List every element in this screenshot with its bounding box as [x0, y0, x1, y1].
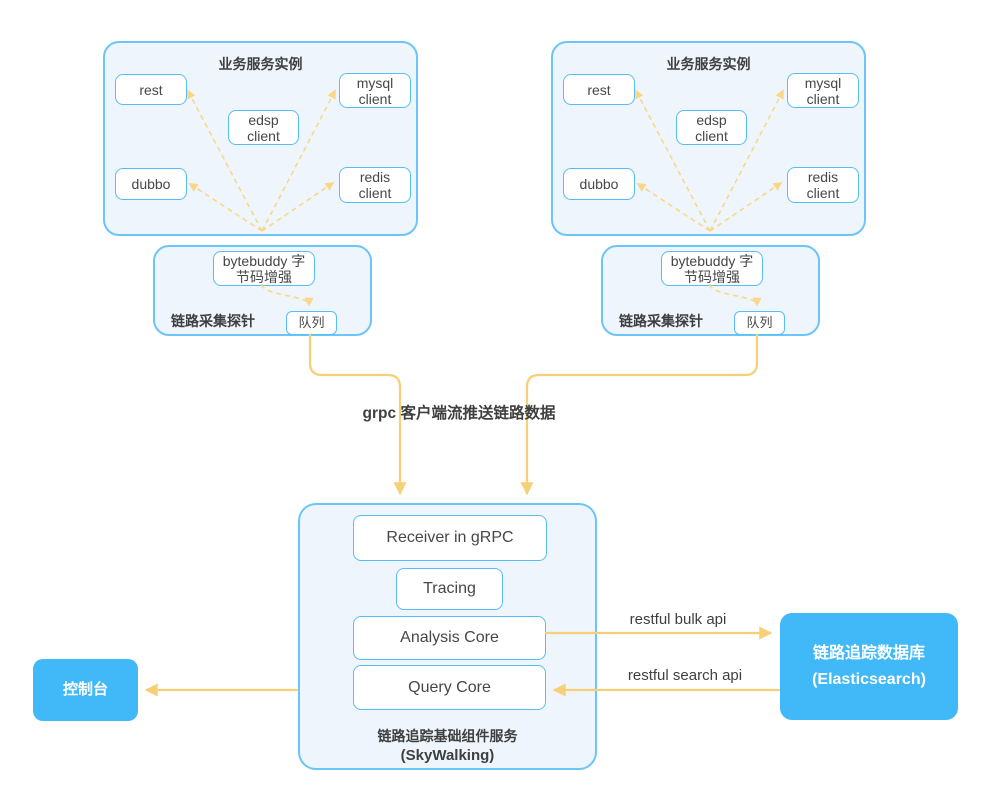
elasticsearch-label-line2: (Elasticsearch): [812, 670, 926, 688]
probe-label-right: 链路采集探针: [619, 313, 703, 329]
node-redis-client-left: redis client: [339, 167, 411, 203]
node-mysql-client-right: mysql client: [787, 73, 859, 108]
node-tracing: Tracing: [396, 568, 503, 610]
console-label: 控制台: [62, 681, 108, 698]
node-redis-client-right: redis client: [787, 167, 859, 203]
skywalking-caption-line1: 链路追踪基础组件服务: [377, 728, 518, 744]
node-query-core: Query Core: [353, 665, 546, 710]
trace-probe-panel-left: bytebuddy 字节码增强 链路采集探针 队列: [153, 245, 372, 336]
skywalking-panel: Receiver in gRPC Tracing Analysis Core Q…: [298, 503, 597, 770]
service-instance-panel-left: 业务服务实例 rest edsp client mysql client dub…: [103, 41, 418, 236]
elasticsearch-box: 链路追踪数据库 (Elasticsearch): [780, 613, 958, 720]
search-api-label: restful search api: [627, 667, 743, 684]
node-analysis-core: Analysis Core: [353, 616, 546, 660]
node-rest-right: rest: [563, 74, 635, 105]
console-box: 控制台: [33, 659, 138, 721]
elasticsearch-label-line1: 链路追踪数据库: [812, 644, 925, 662]
node-edsp-client-left: edsp client: [228, 110, 299, 145]
skywalking-caption: 链路追踪基础组件服务 (SkyWalking): [300, 727, 595, 766]
node-mysql-client-left: mysql client: [339, 73, 411, 108]
service-instance-panel-right: 业务服务实例 rest edsp client mysql client dub…: [551, 41, 866, 236]
grpc-flow-label: grpc 客户端流推送链路数据: [362, 405, 556, 422]
probe-label-left: 链路采集探针: [171, 313, 255, 329]
node-queue-left: 队列: [286, 311, 337, 335]
node-edsp-client-right: edsp client: [676, 110, 747, 145]
node-rest-left: rest: [115, 74, 187, 105]
panel-title: 业务服务实例: [666, 56, 751, 72]
trace-probe-panel-right: bytebuddy 字节码增强 链路采集探针 队列: [601, 245, 820, 336]
node-dubbo-left: dubbo: [115, 168, 187, 200]
panel-title: 业务服务实例: [218, 56, 303, 72]
node-dubbo-right: dubbo: [563, 168, 635, 200]
node-queue-right: 队列: [734, 311, 785, 335]
bulk-api-label: restful bulk api: [629, 611, 727, 628]
node-receiver-grpc: Receiver in gRPC: [353, 515, 547, 561]
node-bytebuddy-enhancer-right: bytebuddy 字节码增强: [661, 251, 763, 286]
skywalking-caption-line2: (SkyWalking): [400, 747, 495, 764]
node-bytebuddy-enhancer-left: bytebuddy 字节码增强: [213, 251, 315, 286]
